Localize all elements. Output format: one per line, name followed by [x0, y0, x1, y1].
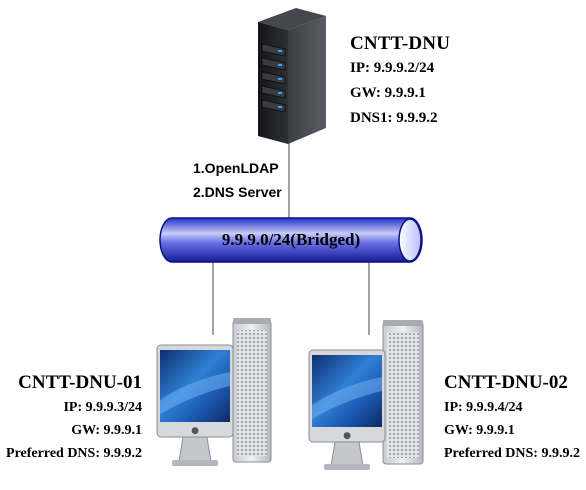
server-tower-icon	[258, 8, 326, 144]
server-ip: IP: 9.9.9.2/24	[350, 60, 435, 76]
server-dns: DNS1: 9.9.9.2	[350, 110, 438, 126]
service-item: 1.OpenLDAP	[193, 160, 279, 176]
client2-ip: IP: 9.9.9.4/24	[444, 400, 523, 415]
client2-dns: Preferred DNS: 9.9.9.2	[444, 446, 580, 461]
network-pipe	[159, 217, 423, 263]
server-info: CNTT-DNU IP: 9.9.9.2/24 GW: 9.9.9.1 DNS1…	[350, 32, 450, 131]
service-item: 2.DNS Server	[193, 184, 282, 200]
client2-info: CNTT-DNU-02 IP: 9.9.9.4/24 GW: 9.9.9.1 P…	[444, 370, 584, 465]
client1-gateway: GW: 9.9.9.1	[71, 423, 142, 438]
server-services: 1.OpenLDAP 2.DNS Server	[193, 156, 282, 204]
server-name: CNTT-DNU	[350, 33, 451, 54]
client1-dns: Preferred DNS: 9.9.9.2	[6, 446, 142, 461]
client1-info: CNTT-DNU-01 IP: 9.9.9.3/24 GW: 9.9.9.1 P…	[0, 370, 142, 465]
client1-computer-icon: ●	[156, 318, 272, 466]
client1-ip: IP: 9.9.9.3/24	[63, 400, 142, 415]
client2-gateway: GW: 9.9.9.1	[444, 423, 515, 438]
client1-name: CNTT-DNU-01	[18, 372, 142, 393]
svg-text:●: ●	[343, 431, 351, 441]
client2-computer-icon: ●	[308, 320, 424, 470]
network-label: 9.9.9.0/24(Bridged)	[221, 230, 361, 249]
client2-name: CNTT-DNU-02	[444, 372, 568, 393]
server-gateway: GW: 9.9.9.1	[350, 85, 426, 101]
svg-text:●: ●	[191, 426, 199, 436]
